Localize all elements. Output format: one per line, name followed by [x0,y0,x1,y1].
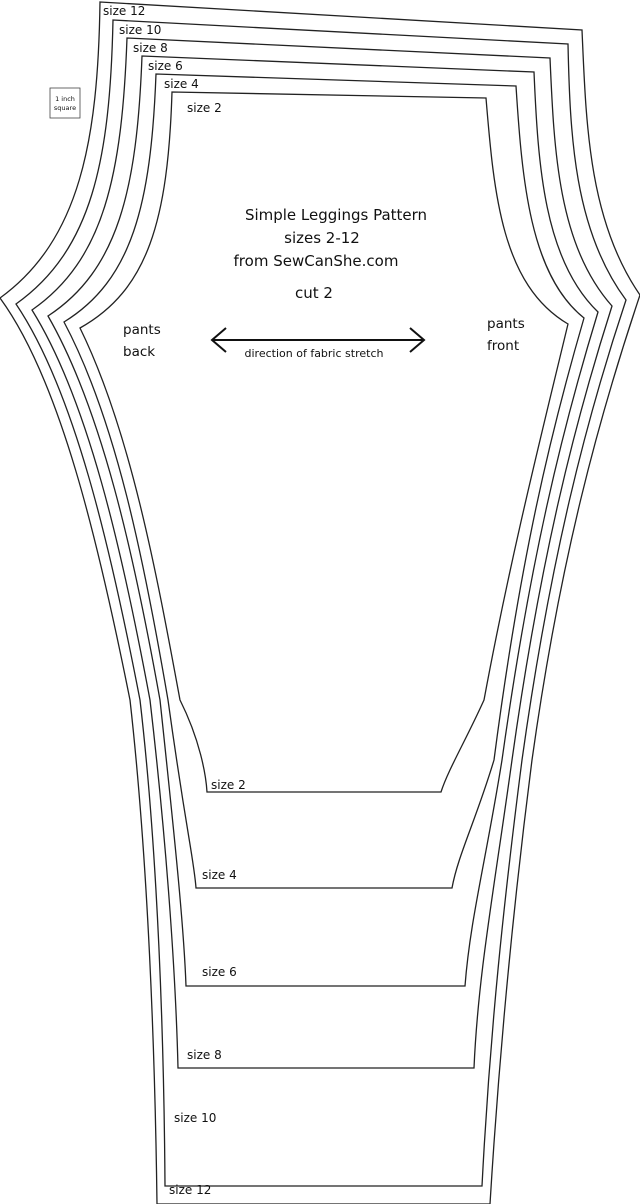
outline-size-8 [31,37,613,1069]
pattern-source: from SewCanShe.com [234,252,399,270]
size-label-bottom-8: size 8 [187,1048,222,1062]
size-label-top-6: size 6 [148,59,183,73]
back-label-line2: back [123,344,155,360]
pattern-title: Simple Leggings Pattern [245,206,427,224]
outline-size-6 [47,55,599,987]
size-label-bottom-12: size 12 [169,1183,211,1197]
size-label-top-12: size 12 [103,4,145,18]
bottom-size-labels: size 2 size 4 size 6 size 8 size 10 size… [169,778,246,1197]
stretch-arrow-left-head [210,327,227,353]
size-label-bottom-4: size 4 [202,868,237,882]
outline-size-4 [63,73,585,889]
size-label-top-8: size 8 [133,41,168,55]
cut-note: cut 2 [295,284,333,302]
scale-square: 1 inch square [49,87,81,119]
back-label-line1: pants [123,322,161,338]
size-label-top-4: size 4 [164,77,199,91]
top-size-labels: size 12 size 10 size 8 size 6 size 4 siz… [103,4,222,115]
size-label-top-2: size 2 [187,101,222,115]
stretch-arrow-right-head [409,327,426,353]
side-labels: pants back pants front [123,316,525,360]
front-label-line2: front [487,338,519,354]
size-label-top-10: size 10 [119,23,161,37]
stretch-arrow: direction of fabric stretch [210,327,426,360]
scale-square-label-line2: square [54,104,76,112]
front-label-line1: pants [487,316,525,332]
outline-size-10 [15,19,627,1187]
size-label-bottom-10: size 10 [174,1111,216,1125]
size-label-bottom-2: size 2 [211,778,246,792]
pattern-sizes: sizes 2-12 [284,229,360,247]
outline-size-2 [79,91,569,793]
scale-square-label-line1: 1 inch [55,95,75,103]
title-block: Simple Leggings Pattern sizes 2-12 from … [234,206,428,302]
size-label-bottom-6: size 6 [202,965,237,979]
stretch-note: direction of fabric stretch [245,347,384,360]
scale-square-box [49,87,81,119]
